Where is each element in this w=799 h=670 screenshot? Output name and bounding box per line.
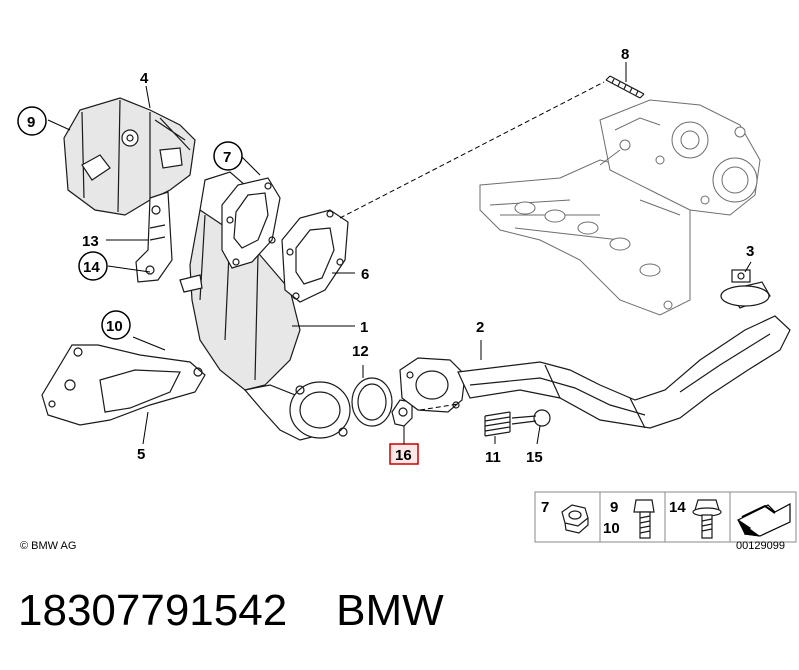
legend-label-7: 7 [541, 499, 549, 516]
callout-14: 14 [83, 259, 100, 276]
bracket-part-5 [41, 344, 206, 426]
dashed-leaders [339, 81, 605, 411]
callout-11: 11 [485, 449, 501, 466]
direction-arrow-icon [736, 503, 791, 537]
callout-2: 2 [476, 319, 484, 336]
footer-part-info: 18307791542 BMW [18, 586, 444, 636]
spring-part-11 [484, 411, 511, 437]
diagram-code: 00129099 [736, 540, 785, 552]
callout-15: 15 [526, 449, 543, 466]
gasket-ring-part-12 [351, 377, 393, 427]
part-number: 18307791542 [18, 586, 288, 635]
turbocharger-ghost [479, 99, 761, 316]
callout-3: 3 [746, 243, 754, 260]
clamp-part-3 [720, 269, 771, 309]
nut-icon [561, 504, 589, 534]
copyright-notice: © BMW AG [20, 540, 77, 552]
callout-10-circle [101, 310, 131, 340]
callout-6: 6 [361, 266, 369, 283]
callout-7-circle [213, 141, 243, 171]
callout-9-circle [17, 106, 47, 136]
callout-5: 5 [137, 446, 145, 463]
callout-10: 10 [106, 318, 123, 335]
highlighted-callout-16: 16 [389, 426, 419, 465]
stud-part-8 [605, 75, 645, 99]
leader-lines [47, 62, 752, 445]
callout-12: 12 [352, 343, 369, 360]
heat-shield-part-4 [63, 97, 196, 216]
callout-14-circle [78, 251, 108, 281]
brand-name: BMW [336, 586, 444, 635]
callout-9: 9 [27, 114, 35, 131]
callout-16: 16 [395, 447, 412, 464]
callout-1: 1 [360, 319, 368, 336]
callout-13: 13 [82, 233, 99, 250]
legend-label-9: 9 [610, 499, 618, 516]
legend-box: 7 9 10 14 [534, 491, 797, 543]
front-pipe-part-2 [399, 315, 791, 429]
bracket-part-13 [135, 191, 173, 283]
catalytic-converter-part-1 [179, 171, 351, 441]
bolt-icon [633, 499, 655, 539]
flange-bolt-icon [692, 499, 722, 539]
circled-callouts: 9 7 14 10 [17, 106, 243, 340]
gasket-part-6 [281, 209, 349, 303]
callout-labels: 1 2 3 4 5 6 8 11 12 13 15 [82, 46, 754, 466]
bolt-part-15 [511, 409, 551, 427]
gasket-part-7 [221, 177, 281, 269]
legend-label-14: 14 [669, 499, 686, 516]
legend-label-10: 10 [603, 520, 620, 537]
gasket-part-16 [391, 399, 413, 427]
callout-4: 4 [140, 70, 149, 87]
callout-8: 8 [621, 46, 629, 63]
callout-7: 7 [223, 149, 231, 166]
exhaust-parts-diagram: 1 2 3 4 5 6 8 11 12 13 15 9 7 14 10 16 7 [17, 46, 797, 543]
